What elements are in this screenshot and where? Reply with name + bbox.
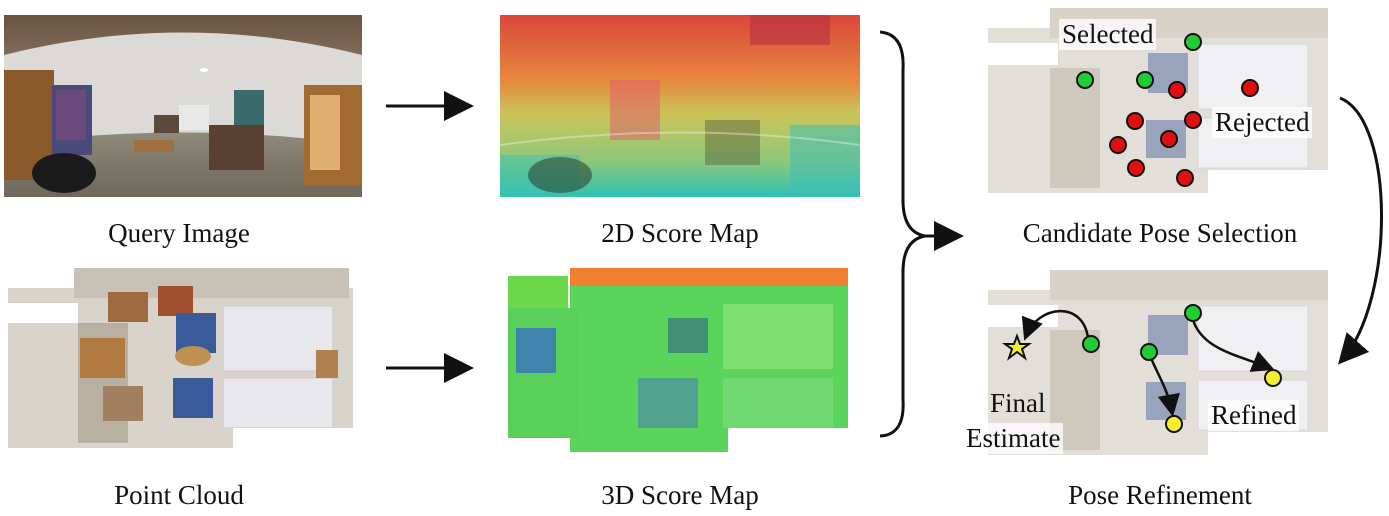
point-cloud-caption: Point Cloud bbox=[114, 480, 244, 510]
selected-marker bbox=[1076, 71, 1094, 89]
merge-brace bbox=[879, 30, 926, 438]
final-estimate-star bbox=[1001, 333, 1033, 361]
refine-path bbox=[1021, 309, 1090, 341]
score-3d-map bbox=[508, 268, 853, 454]
rejected-marker bbox=[1168, 81, 1186, 99]
selected-marker bbox=[1140, 343, 1158, 361]
arrow-candidate-to-refinement bbox=[1338, 96, 1383, 365]
rejected-marker bbox=[1241, 79, 1259, 97]
score-3d-panel bbox=[508, 268, 853, 454]
final-label-line2: Estimate bbox=[963, 423, 1064, 454]
selected-label: Selected bbox=[1059, 19, 1157, 50]
selected-marker bbox=[1082, 335, 1100, 353]
selected-marker bbox=[1184, 304, 1202, 322]
point-cloud-panel bbox=[8, 268, 358, 454]
rejected-marker bbox=[1109, 136, 1127, 154]
rejected-marker bbox=[1127, 159, 1145, 177]
selected-marker bbox=[1184, 33, 1202, 51]
rejected-marker bbox=[1176, 169, 1194, 187]
score-2d-map bbox=[500, 15, 860, 197]
score-2d-caption: 2D Score Map bbox=[601, 218, 759, 248]
final-label-line1: Final bbox=[990, 388, 1046, 418]
refined-marker bbox=[1165, 415, 1183, 433]
rejected-label: Rejected bbox=[1212, 107, 1313, 138]
candidate-caption: Candidate Pose Selection bbox=[1022, 218, 1298, 248]
rejected-marker bbox=[1160, 130, 1178, 148]
candidate-panel bbox=[988, 8, 1333, 194]
candidate-map bbox=[988, 8, 1333, 194]
query-image-panel bbox=[4, 15, 362, 197]
refined-marker bbox=[1264, 369, 1282, 387]
query-image-caption: Query Image bbox=[108, 218, 250, 248]
refined-label: Refined bbox=[1208, 400, 1300, 431]
refine-path bbox=[1149, 357, 1180, 417]
point-cloud bbox=[8, 268, 353, 454]
refinement-caption: Pose Refinement bbox=[1068, 480, 1252, 510]
rejected-marker bbox=[1184, 111, 1202, 129]
score-2d-panel bbox=[500, 15, 860, 197]
refine-path bbox=[1191, 319, 1275, 372]
query-image bbox=[4, 15, 362, 197]
selected-marker bbox=[1136, 71, 1154, 89]
rejected-marker bbox=[1126, 112, 1144, 130]
score-3d-caption: 3D Score Map bbox=[601, 480, 759, 510]
